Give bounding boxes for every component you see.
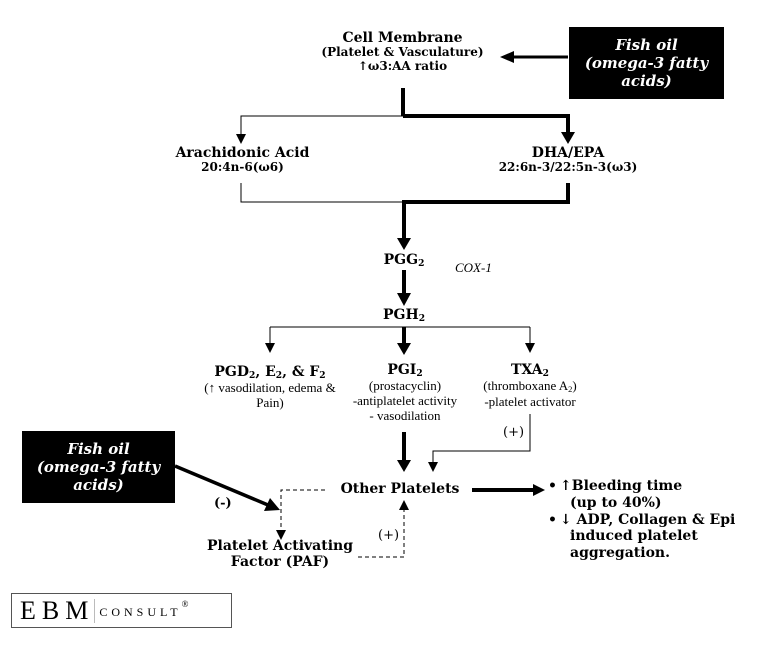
arachidonic-acid-formula: 20:4n-6(ω6) [201,160,284,175]
pgi2-desc1: (prostacyclin) [368,378,442,394]
fish-oil-to-paf-arrow [174,464,269,507]
logo-divider [94,598,96,623]
txa2-node: TXA2 (thromboxane A2) -platelet activato… [470,362,590,410]
fish-oil-top-line2: (omega-3 fatty [584,54,709,72]
effect-aggregation-line3: aggregation. [570,545,670,562]
branch-to-arachidonic [240,115,403,137]
fish-oil-to-paf-arrowhead [264,498,280,511]
paf-arrowhead [276,530,286,540]
pgd-arrowhead [265,343,275,353]
pgh2-sub: 2 [418,313,426,324]
pgi2-node: PGI2 (prostacyclin) -antiplatelet activi… [340,362,470,424]
arachidonic-arrowhead [236,134,246,144]
cell-membrane-title: Cell Membrane [342,30,463,46]
fish-oil-left-line3: acids) [73,476,124,494]
pgd-title: PGD2, E2, & F2 [214,364,326,381]
fish-oil-box-left: Fish oil (omega-3 fatty acids) [22,431,175,503]
fish-oil-box-top: Fish oil (omega-3 fatty acids) [569,27,724,99]
dha-epa-formula: 22:6n-3/22:5n-3(ω3) [498,160,638,175]
arachidonic-to-merge [240,183,404,203]
pgh2-label: PGH [382,307,419,323]
fish-oil-top-line3: acids) [621,72,672,90]
pgd-node: PGD2, E2, & F2 (↑ vasodilation, edema & … [195,364,345,411]
pgd-desc2: Pain) [256,395,284,411]
bullet-icon: • [548,478,557,494]
pgi2-desc3: - vasodilation [369,408,441,424]
pgi2-title: PGI2 [387,362,423,379]
pgg2-label: PGG [383,252,419,268]
platelets-to-effects-arrowhead [533,484,545,496]
effect-item-aggregation: • ↓ ADP, Collagen & Epi induced platelet… [548,512,735,562]
fish-oil-minus-sign: (-) [214,496,232,511]
pgg2-arrowhead [397,238,411,250]
effect-item-bleeding: • ↑Bleeding time (up to 40%) [548,478,735,512]
platelets-to-paf-dashed [280,489,325,532]
branch-to-dha-epa [403,114,570,134]
fish-oil-to-membrane-arrowhead [500,51,514,63]
pgg2-sub: 2 [418,258,425,269]
cell-membrane-node: Cell Membrane (Platelet & Vasculature) ↑… [300,30,505,74]
paf-line2: Factor (PAF) [230,554,330,571]
txa2-title: TXA2 [511,362,549,379]
pgh2-node: PGH2 [374,307,434,324]
logo-consult-text: CONSULT [99,600,182,620]
fish-oil-left-line1: Fish oil [67,440,130,458]
pgd-desc1: (↑ vasodilation, edema & [204,380,336,396]
paf-to-platelets-arrowhead [399,500,409,510]
logo-ebm-text: EBM [20,595,95,625]
pgh2-arrowhead [397,293,411,306]
effect-bleeding-line1: ↑Bleeding time [560,478,683,494]
ebm-consult-logo: EBM CONSULT ® [11,593,232,628]
txa2-arrowhead [525,343,535,353]
fish-oil-top-line1: Fish oil [615,36,678,54]
txa2-to-platelets-arrowhead [428,462,438,472]
paf-to-platelets-dashed [358,508,405,558]
cell-membrane-subtitle: (Platelet & Vasculature) [321,45,484,60]
effect-aggregation-line1: ↓ ADP, Collagen & Epi [560,511,736,528]
dha-epa-node: DHA/EPA 22:6n-3/22:5n-3(ω3) [478,145,658,175]
pgi2-to-platelets-arrowhead [397,460,411,472]
txa2-plus-sign: (+) [503,425,525,440]
pgi2-arrowhead [397,343,411,355]
arachidonic-acid-title: Arachidonic Acid [175,145,310,161]
arachidonic-acid-node: Arachidonic Acid 20:4n-6(ω6) [160,145,325,175]
dha-epa-to-merge [402,183,570,240]
fish-oil-left-line2: (omega-3 fatty [36,458,161,476]
dha-epa-arrowhead [561,132,575,144]
txa2-desc1: (thromboxane A2) [483,378,577,395]
effect-aggregation-line2: induced platelet [570,528,698,545]
paf-node: Platelet Activating Factor (PAF) [205,538,355,570]
cox1-label: COX-1 [455,260,492,275]
dha-epa-title: DHA/EPA [531,145,605,161]
effect-bleeding-line2: (up to 40%) [570,494,662,511]
registered-mark-icon: ® [181,598,189,609]
pgg2-node: PGG2 [374,252,434,269]
txa2-to-platelets-line [432,414,531,464]
paf-plus-sign: (+) [378,528,400,543]
omega-ratio-note: ↑ω3:AA ratio [357,58,448,73]
txa2-desc2: -platelet activator [484,394,576,410]
paf-line1: Platelet Activating [207,538,353,554]
other-platelets-node: Other Platelets [340,481,460,497]
pgi2-desc2: -antiplatelet activity [352,393,458,409]
effects-list: • ↑Bleeding time (up to 40%) • ↓ ADP, Co… [548,478,735,562]
bullet-icon: • [548,511,557,528]
